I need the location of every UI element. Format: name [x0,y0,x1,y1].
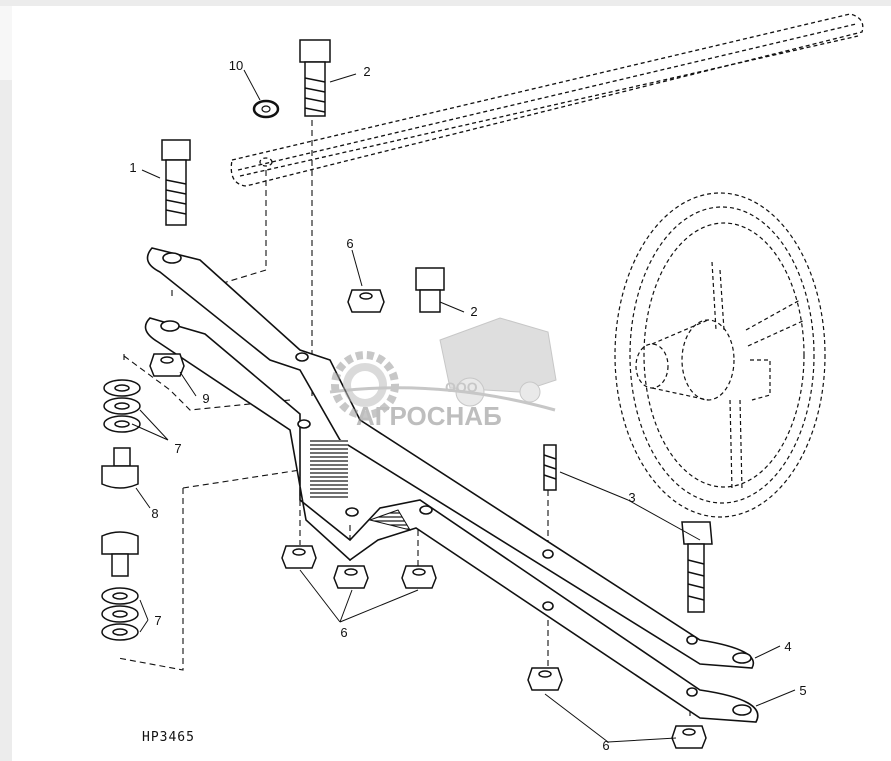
pulley-phantom [614,192,826,518]
frame-rail-phantom [230,13,864,187]
callout-6-center: 6 [340,625,347,640]
callout-1: 1 [129,160,136,175]
nut-part-9 [149,353,185,377]
nut-top [347,289,385,313]
washer-part-10 [252,99,280,119]
spring-bar-upper [146,247,755,669]
callout-6-bottom: 6 [602,738,609,753]
nut-bottom-b [671,725,707,749]
callout-4: 4 [784,639,791,654]
watermark-prefix: ООО [445,379,478,395]
callout-5: 5 [799,683,806,698]
watermark-logo: ООО АГРОСНАБ [329,317,557,431]
callout-10: 10 [229,58,243,73]
callout-2-lower: 2 [470,304,477,319]
callout-7-lower: 7 [154,613,161,628]
nuts [149,289,707,749]
spring-bar-lower [144,317,759,723]
callout-labels: 1 2 10 6 2 9 7 8 7 6 3 4 5 6 [129,58,806,753]
bolt-part-2-lower [415,267,445,313]
nut-left [281,545,317,569]
callout-8: 8 [151,506,158,521]
nut-right [401,565,437,589]
leader-lines [131,69,796,743]
watermark-brand: АГРОСНАБ [356,401,502,431]
bolt-part-2 [299,39,331,117]
callout-3: 3 [628,490,635,505]
callout-9: 9 [202,391,209,406]
nut-bottom-a [527,667,563,691]
bolt-part-3 [681,521,713,613]
washer-stack-lower [101,587,139,641]
callout-7-upper: 7 [174,441,181,456]
callout-6-top: 6 [346,236,353,251]
bolt-part-1 [161,139,191,226]
stud-part-8-upper [101,447,139,489]
watermark-swoosh [329,386,556,412]
figure-id: HP3465 [142,730,195,745]
stud-part-3 [543,444,557,491]
callout-2: 2 [363,64,370,79]
gear-icon [331,351,399,419]
nut-center [333,565,369,589]
washer-stack-upper [103,379,141,433]
stud-part-8-lower [101,531,139,577]
